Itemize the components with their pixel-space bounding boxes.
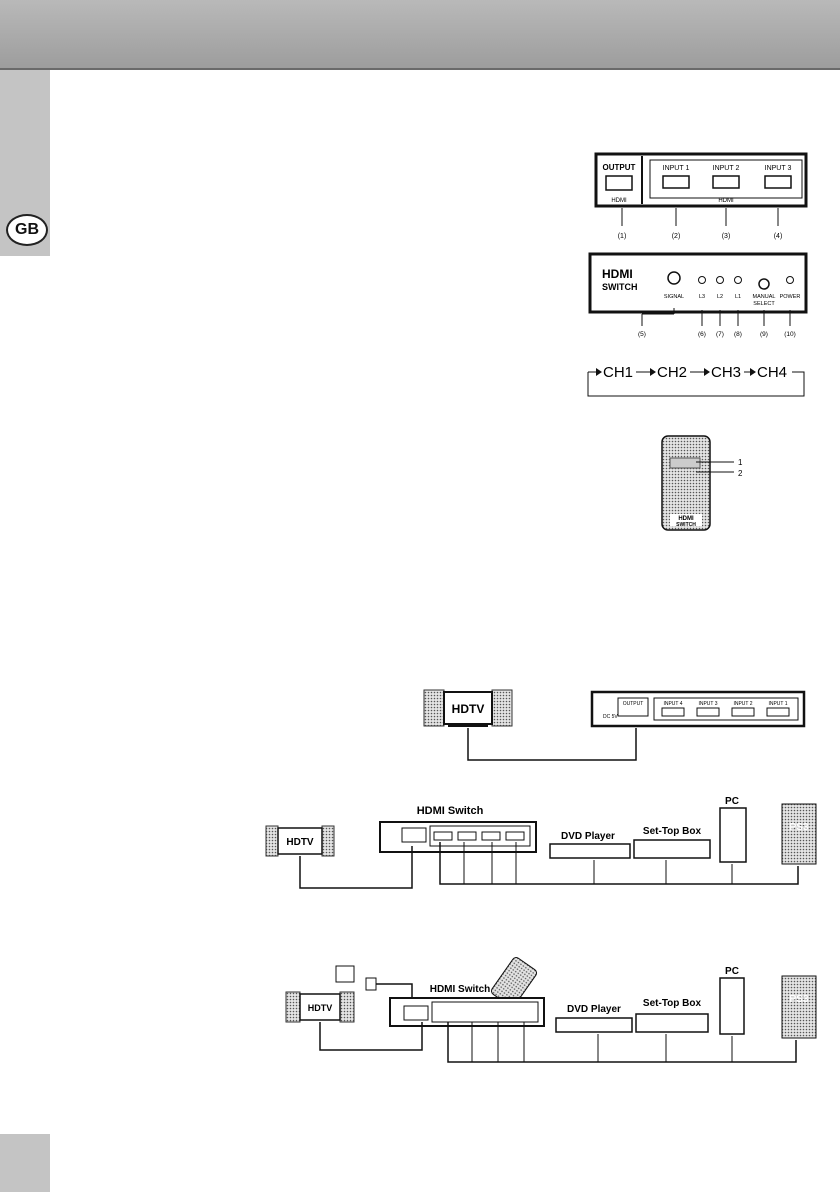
d2-ps3-label: PS3 <box>790 822 809 833</box>
callout-3: (3) <box>722 233 731 240</box>
rear-panel-diagram: OUTPUT HDMI INPUT 1 INPUT 2 INPUT 3 HDMI… <box>594 152 808 240</box>
select-label: SELECT <box>753 301 775 307</box>
header-bar <box>0 0 840 70</box>
callout-6: (6) <box>698 331 706 338</box>
hdmi-inputs-group-label: HDMI <box>718 198 734 204</box>
d3-pc-label: PC <box>725 966 739 977</box>
d2-switch-label: HDMI Switch <box>417 805 484 817</box>
input3-label: INPUT 3 <box>765 165 792 172</box>
d3-hdtv-label: HDTV <box>308 1003 333 1013</box>
d3-dvd-label: DVD Player <box>567 1004 621 1015</box>
d3-switch-label: HDMI Switch <box>430 984 491 995</box>
l2-label: L2 <box>717 294 723 300</box>
connection-diagram-1: HDTV DC 5V OUTPUT INPUT 4 INPUT 3 INPUT … <box>423 689 806 761</box>
front-logo-line1: HDMI <box>602 267 633 281</box>
page-number-tab <box>0 1134 50 1192</box>
d1-hdtv-label: HDTV <box>452 702 485 716</box>
output-label: OUTPUT <box>603 163 636 172</box>
d2-stb-label: Set-Top Box <box>643 826 702 837</box>
connection-diagram-3: HDTV HDMI Switch DVD Player Set-Top Box … <box>285 957 817 1063</box>
channel-2: CH2 <box>657 364 687 381</box>
channel-cycle-diagram: CH1 CH2 CH3 CH4 <box>587 364 805 397</box>
l3-label: L3 <box>699 294 705 300</box>
d2-hdtv-label: HDTV <box>286 837 314 848</box>
input1-label: INPUT 1 <box>663 165 690 172</box>
d1-output-label: OUTPUT <box>623 701 644 707</box>
channel-3: CH3 <box>711 364 741 381</box>
d2-pc-label: PC <box>725 796 739 807</box>
remote-callout-2: 2 <box>738 469 743 478</box>
remote-brand-line1: HDMI <box>678 516 694 522</box>
remote-callout-1: 1 <box>738 458 743 467</box>
power-label: POWER <box>780 294 801 300</box>
callout-1: (1) <box>618 233 627 240</box>
callout-5: (5) <box>638 331 646 338</box>
callout-2: (2) <box>672 233 681 240</box>
language-badge: GB <box>6 214 48 246</box>
callout-10: (10) <box>784 331 796 338</box>
hdmi-output-group-label: HDMI <box>611 198 627 204</box>
d1-input3-label: INPUT 3 <box>698 701 717 707</box>
remote-control-diagram: 1 2 HDMI SWITCH <box>661 435 743 531</box>
d3-stb-label: Set-Top Box <box>643 998 702 1009</box>
manual-label: MANUAL <box>753 294 776 300</box>
channel-1: CH1 <box>603 364 633 381</box>
d3-ps3-label: PS3 <box>790 994 809 1005</box>
callout-4: (4) <box>774 233 783 240</box>
callout-8: (8) <box>734 331 742 338</box>
d2-dvd-label: DVD Player <box>561 831 615 842</box>
channel-4: CH4 <box>757 364 787 381</box>
connection-diagram-2: HDTV HDMI Switch DVD Player Set-Top Box … <box>265 796 817 889</box>
signal-label: SIGNAL <box>664 294 684 300</box>
callout-7: (7) <box>716 331 724 338</box>
callout-9: (9) <box>760 331 768 338</box>
front-logo-line2: SWITCH <box>602 282 638 292</box>
d1-dc-label: DC 5V <box>603 714 618 720</box>
input2-label: INPUT 2 <box>713 165 740 172</box>
d1-input4-label: INPUT 4 <box>663 701 682 707</box>
d1-input1-label: INPUT 1 <box>768 701 787 707</box>
remote-brand-line2: SWITCH <box>676 522 696 528</box>
d1-input2-label: INPUT 2 <box>733 701 752 707</box>
front-panel-diagram: HDMI SWITCH SIGNAL L3 L2 L1 MANUAL SELEC… <box>588 252 808 338</box>
l1-label: L1 <box>735 294 741 300</box>
